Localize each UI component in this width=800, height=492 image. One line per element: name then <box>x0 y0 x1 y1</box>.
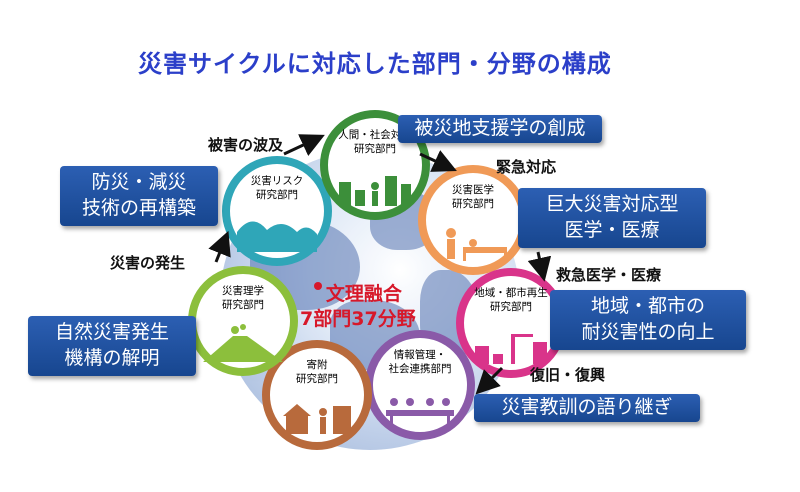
page-title: 災害サイクルに対応した部門・分野の構成 <box>138 50 612 78</box>
phase-emergency: 緊急対応 <box>496 158 557 176</box>
box-support-label: 被災地支援学の創成 <box>414 117 586 140</box>
center-line1: 文理融合 <box>325 283 402 305</box>
dept-endowed-label: 寄附 研究部門 <box>296 359 338 386</box>
dept-science: 災害理学 研究部門 <box>188 266 298 376</box>
box-medical: 巨大災害対応型医学・医療 <box>518 188 706 248</box>
dept-medical: 災害医学 研究部門 <box>418 165 528 275</box>
meeting-icon <box>386 398 454 426</box>
dept-science-label: 災害理学 研究部門 <box>222 285 264 312</box>
phase-spread: 被害の波及 <box>208 136 284 154</box>
box-resilience: 地域・都市の耐災害性の向上 <box>550 290 746 350</box>
red-dot-icon <box>313 282 322 290</box>
box-natural-line2: 機構の解明 <box>64 347 160 369</box>
dept-medical-label: 災害医学 研究部門 <box>452 184 494 211</box>
box-resilience-line1: 地域・都市の <box>590 295 705 318</box>
dept-info: 情報管理・ 社会連携部門 <box>365 330 475 440</box>
center-line2: 7部門37分野 <box>300 307 416 330</box>
box-natural-line1: 自然災害発生 <box>54 321 169 344</box>
box-rebuild: 防災・減災技術の再構築 <box>60 166 218 226</box>
arrow-spread <box>283 134 325 156</box>
arrow-rescue <box>527 251 552 282</box>
box-lessons: 災害教訓の語り継ぎ <box>474 394 700 422</box>
dept-risk: 災害リスク 研究部門 <box>222 156 332 266</box>
phase-onset: 災害の発生 <box>110 254 186 272</box>
box-medical-line1: 巨大災害対応型 <box>545 193 679 216</box>
dept-human: 人間・社会対応 研究部門 <box>320 110 430 220</box>
dept-regional-label: 地域・都市再生 研究部門 <box>474 287 548 314</box>
box-rebuild-line2: 技術の再構築 <box>81 197 196 219</box>
city-people-icon <box>339 176 411 206</box>
box-natural: 自然災害発生機構の解明 <box>28 316 196 376</box>
box-resilience-line2: 耐災害性の向上 <box>581 321 715 343</box>
box-support: 被災地支援学の創成 <box>398 115 602 143</box>
box-medical-line2: 医学・医療 <box>564 219 660 241</box>
house-icon <box>283 404 351 434</box>
dept-human-label: 人間・社会対応 研究部門 <box>338 129 412 156</box>
wave-icon <box>237 221 317 252</box>
dept-info-label: 情報管理・ 社会連携部門 <box>388 349 452 376</box>
medical-bed-icon <box>446 228 507 261</box>
box-rebuild-line1: 防災・減災 <box>91 171 187 194</box>
phase-rescue: 救急医学・医療 <box>556 266 662 284</box>
phase-recovery: 復旧・復興 <box>530 366 606 384</box>
dept-risk-label: 災害リスク 研究部門 <box>250 175 304 202</box>
volcano-icon <box>203 324 283 362</box>
arrow-onset <box>208 230 231 263</box>
center-label: 文理融合 7部門37分野 <box>300 282 416 331</box>
box-lessons-label: 災害教訓の語り継ぎ <box>501 396 673 419</box>
city-rebuild-icon <box>475 334 547 364</box>
